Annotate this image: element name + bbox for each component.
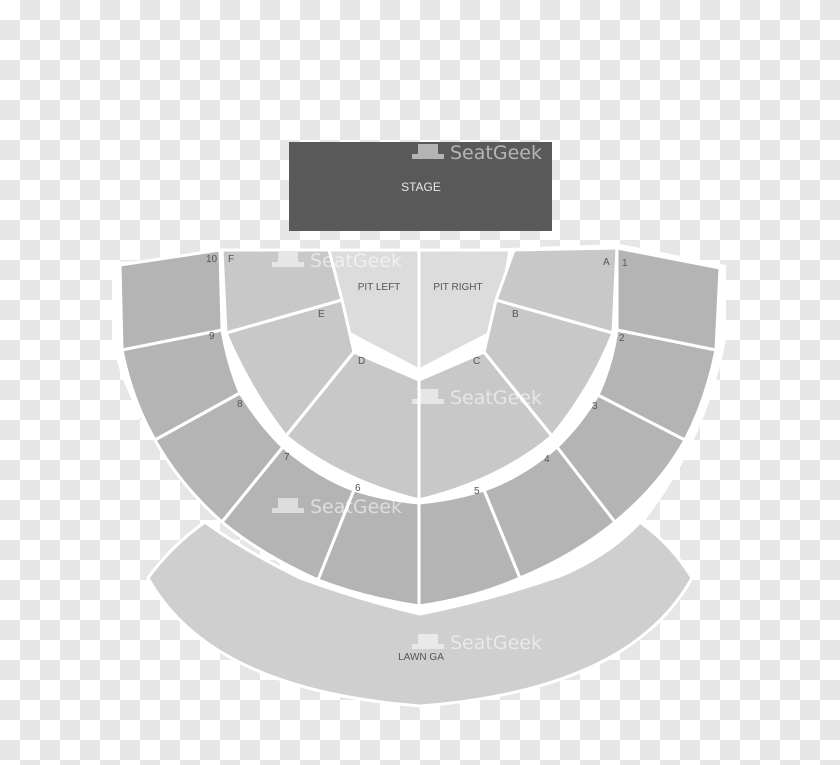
watermark: SeatGeek xyxy=(412,142,542,164)
section-1[interactable] xyxy=(615,246,722,352)
section-a-label: A xyxy=(603,257,610,268)
section-4-label: 4 xyxy=(544,454,550,465)
section-7-label: 7 xyxy=(284,452,290,463)
top-hat-icon xyxy=(272,252,304,267)
section-2-label: 2 xyxy=(619,333,625,344)
watermark: SeatGeek xyxy=(272,496,402,518)
watermark-text: SeatGeek xyxy=(310,250,402,272)
section-d-label: D xyxy=(358,356,365,367)
section-a[interactable] xyxy=(494,246,619,335)
top-hat-icon xyxy=(412,634,444,649)
watermark-text: SeatGeek xyxy=(450,632,542,654)
stage-label: STAGE xyxy=(401,180,441,194)
watermark: SeatGeek xyxy=(272,250,402,272)
top-hat-icon xyxy=(272,498,304,513)
watermark-group: SeatGeek SeatGeek SeatGeek SeatGeek Seat… xyxy=(272,142,542,654)
section-e-label: E xyxy=(318,309,325,320)
section-b-label: B xyxy=(512,309,519,320)
section-b[interactable] xyxy=(482,298,615,438)
top-hat-icon xyxy=(412,389,444,404)
top-hat-icon xyxy=(412,144,444,159)
watermark: SeatGeek xyxy=(412,632,542,654)
watermark-text: SeatGeek xyxy=(450,387,542,409)
watermark-text: SeatGeek xyxy=(310,496,402,518)
section-8-label: 8 xyxy=(237,399,243,410)
watermark: SeatGeek xyxy=(412,387,542,409)
lawn-ga-section[interactable] xyxy=(146,520,694,708)
section-10-label: 10 xyxy=(206,254,218,265)
section-9-label: 9 xyxy=(209,331,215,342)
section-pit-left-label: PIT LEFT xyxy=(358,282,401,293)
section-6-label: 6 xyxy=(355,483,361,494)
watermark-text: SeatGeek xyxy=(450,142,542,164)
section-c-label: C xyxy=(473,356,480,367)
section-3-label: 3 xyxy=(592,401,598,412)
lawn-ga-label: LAWN GA xyxy=(398,652,444,663)
section-5-label: 5 xyxy=(474,486,480,497)
section-f-label: F xyxy=(228,254,234,265)
section-pit-right-label: PIT RIGHT xyxy=(433,282,482,293)
section-1-label: 1 xyxy=(622,258,628,269)
